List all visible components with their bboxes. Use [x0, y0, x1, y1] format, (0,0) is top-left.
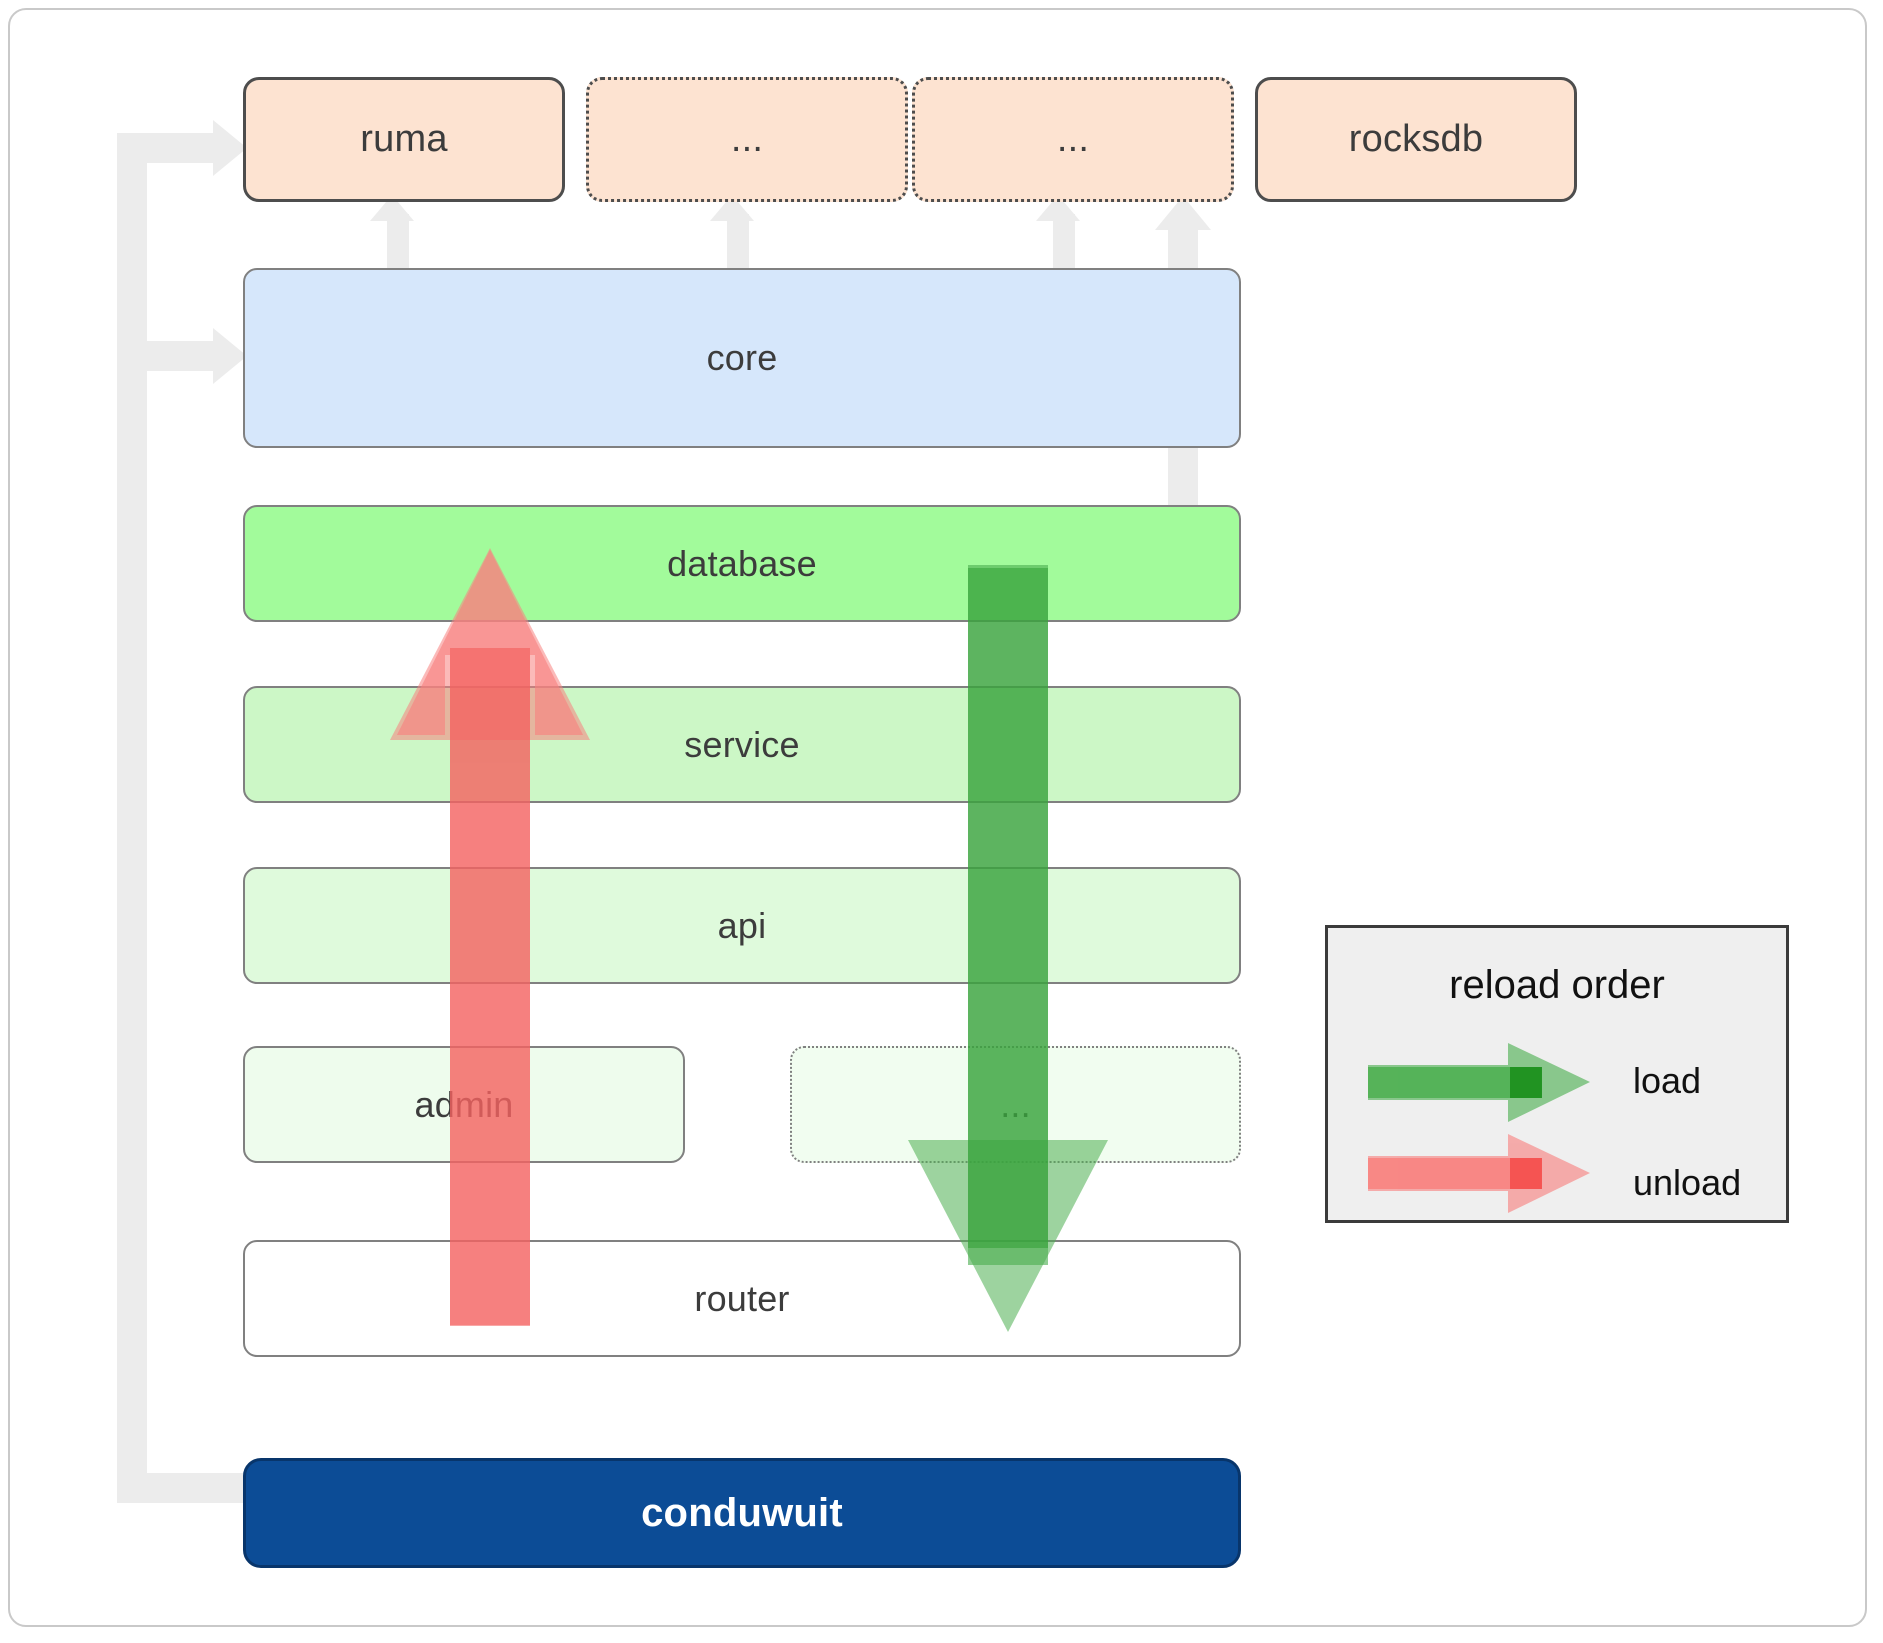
root-binary-conduwuit[interactable]: conduwuit: [243, 1458, 1241, 1568]
root-binary-label: conduwuit: [641, 1490, 843, 1535]
layer-api[interactable]: api: [243, 867, 1241, 984]
legend-label-load: load: [1633, 1060, 1702, 1101]
layer-api-label: api: [717, 904, 767, 946]
layer-core-label: core: [706, 337, 778, 378]
layer-router[interactable]: router: [243, 1240, 1241, 1357]
connector-core-dots1-stem: [727, 214, 749, 270]
dependency-placeholder-1[interactable]: ...: [586, 77, 908, 202]
connector-arrow-ruma-icon: [213, 120, 247, 176]
layer-service[interactable]: service: [243, 686, 1241, 803]
layer-admin[interactable]: admin: [243, 1046, 685, 1163]
dependency-rocksdb[interactable]: rocksdb: [1255, 77, 1577, 202]
dependency-rocksdb-label: rocksdb: [1348, 118, 1484, 160]
legend-title: reload order: [1449, 963, 1665, 1007]
layer-core[interactable]: core: [243, 268, 1241, 448]
layer-router-label: router: [694, 1277, 790, 1319]
layer-placeholder-label: ...: [1000, 1083, 1031, 1125]
connector-trunk-vertical: [117, 133, 147, 1503]
layer-database[interactable]: database: [243, 505, 1241, 622]
layer-placeholder[interactable]: ...: [790, 1046, 1241, 1163]
connector-branch-core: [117, 341, 227, 371]
dependency-placeholder-2-label: ...: [1056, 118, 1090, 160]
layer-admin-label: admin: [414, 1083, 514, 1125]
dependency-ruma-label: ruma: [360, 118, 448, 160]
layer-service-label: service: [684, 723, 800, 765]
layer-database-label: database: [667, 542, 817, 584]
dependency-placeholder-2[interactable]: ...: [912, 77, 1234, 202]
dependency-placeholder-1-label: ...: [730, 118, 764, 160]
connector-core-dots2-stem: [1053, 214, 1075, 270]
connector-arrow-core-icon: [213, 328, 247, 384]
connector-branch-bottom: [117, 1473, 247, 1503]
legend-label-unload: unload: [1633, 1162, 1742, 1203]
connector-branch-ruma: [117, 133, 227, 163]
connector-core-ruma-stem: [387, 214, 409, 270]
diagram-frame: [8, 8, 1867, 1627]
dependency-ruma[interactable]: ruma: [243, 77, 565, 202]
